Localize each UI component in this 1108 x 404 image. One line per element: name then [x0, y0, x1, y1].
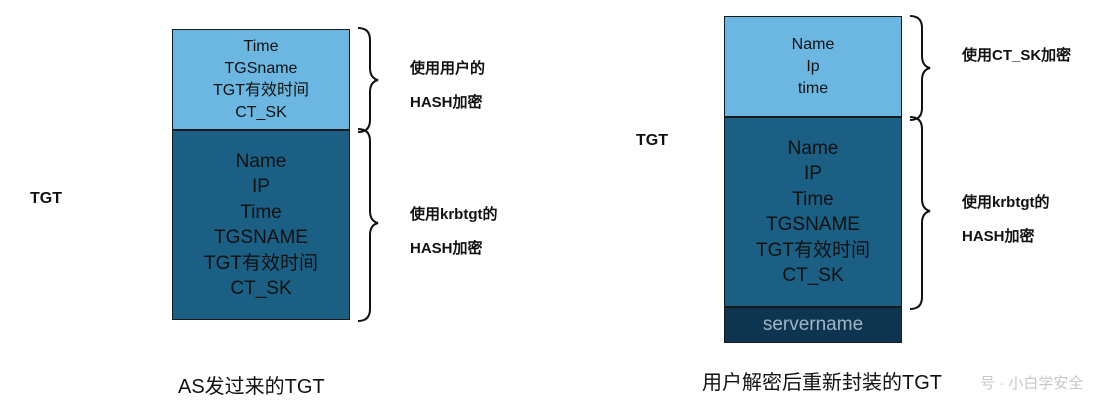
right-top-field: Name [791, 35, 835, 53]
left-top-note: 使用用户的 HASH加密 [410, 52, 485, 120]
right-footer-block: servername [724, 307, 902, 343]
watermark: 号 · 小白学安全 [980, 375, 1084, 392]
left-top-field: TGT有效时间 [213, 81, 309, 99]
right-bottom-note-line: HASH加密 [962, 228, 1035, 245]
left-top-field: Time [243, 37, 279, 55]
right-caption: 用户解密后重新封装的TGT [702, 372, 942, 394]
right-bottom-note-line: 使用krbtgt的 [962, 194, 1050, 211]
right-bottom-field: IP [804, 163, 822, 184]
left-top-field: TGSname [224, 59, 298, 77]
left-top-brace [357, 27, 379, 133]
right-top-block: Name Ip time [724, 16, 902, 117]
right-top-field: time [797, 79, 829, 97]
right-bottom-brace [909, 116, 931, 310]
right-bottom-note: 使用krbtgt的 HASH加密 [962, 186, 1050, 254]
right-footer-field: servername [762, 314, 864, 336]
left-caption: AS发过来的TGT [178, 376, 325, 398]
left-tgt-label: TGT [30, 190, 62, 207]
left-bottom-field: CT_SK [230, 278, 292, 299]
right-bottom-field: CT_SK [782, 265, 844, 286]
left-bottom-note-line: HASH加密 [410, 240, 483, 257]
left-bottom-field: Time [240, 201, 282, 223]
left-bottom-block: Name IP Time TGSNAME TGT有效时间 CT_SK [172, 130, 350, 320]
right-bottom-field: Name [787, 137, 839, 159]
left-top-field: CT_SK [235, 103, 287, 121]
left-bottom-field: Name [235, 150, 287, 172]
left-top-block: Time TGSname TGT有效时间 CT_SK [172, 29, 350, 130]
right-top-note-line: 使用CT_SK加密 [962, 47, 1072, 64]
right-bottom-field: TGSNAME [766, 214, 860, 235]
right-top-note: 使用CT_SK加密 [962, 39, 1071, 73]
right-tgt-label: TGT [636, 132, 668, 149]
left-bottom-note: 使用krbtgt的 HASH加密 [410, 198, 498, 266]
left-bottom-field: TGT有效时间 [204, 252, 318, 274]
right-top-brace [909, 15, 931, 121]
left-bottom-brace [357, 128, 379, 322]
right-bottom-field: TGT有效时间 [756, 239, 870, 261]
right-bottom-field: Time [792, 188, 834, 210]
right-top-field: Ip [806, 57, 820, 75]
left-top-note-line: HASH加密 [410, 94, 483, 111]
left-top-note-line: 使用用户的 [410, 60, 486, 77]
left-bottom-note-line: 使用krbtgt的 [410, 206, 498, 223]
left-bottom-field: TGSNAME [214, 227, 308, 248]
right-bottom-block: Name IP Time TGSNAME TGT有效时间 CT_SK [724, 117, 902, 307]
left-bottom-field: IP [252, 176, 270, 197]
